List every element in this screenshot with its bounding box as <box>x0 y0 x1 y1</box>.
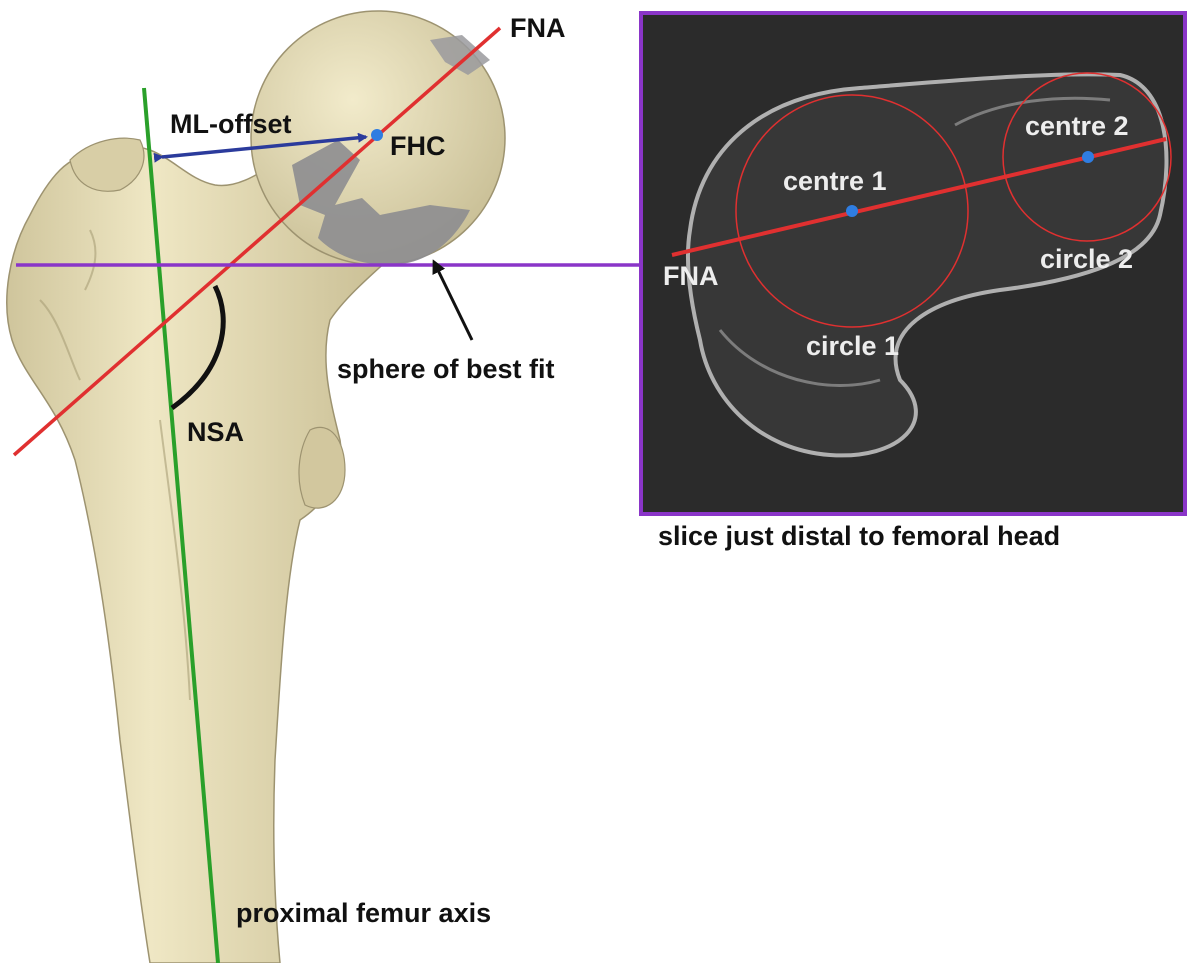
ct-slice-inset: centre 1 centre 2 circle 1 circle 2 FNA <box>641 13 1185 514</box>
sphere-fit-arrow <box>434 262 472 340</box>
fhc-point <box>371 129 383 141</box>
circle-1-label: circle 1 <box>806 331 899 361</box>
centre-2-point <box>1082 151 1094 163</box>
centre-2-label: centre 2 <box>1025 111 1129 141</box>
lesser-trochanter <box>299 427 345 508</box>
proximal-femur-axis-label: proximal femur axis <box>236 898 491 928</box>
inset-caption: slice just distal to femoral head <box>658 521 1060 551</box>
fna-label: FNA <box>510 13 566 43</box>
sphere-fit-label: sphere of best fit <box>337 354 555 384</box>
nsa-label: NSA <box>187 417 244 447</box>
centre-1-label: centre 1 <box>783 166 887 196</box>
inset-fna-label: FNA <box>663 261 719 291</box>
centre-1-point <box>846 205 858 217</box>
circle-2-label: circle 2 <box>1040 244 1133 274</box>
femur-body <box>7 146 420 963</box>
ml-offset-label: ML-offset <box>170 109 291 139</box>
fhc-label: FHC <box>390 131 446 161</box>
